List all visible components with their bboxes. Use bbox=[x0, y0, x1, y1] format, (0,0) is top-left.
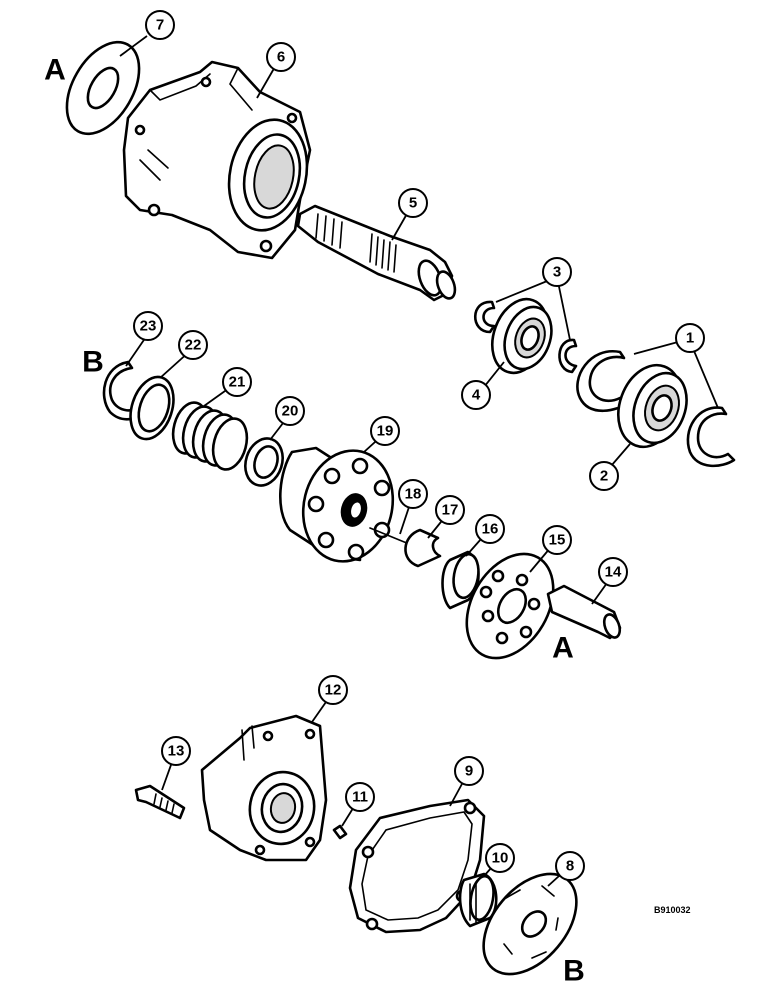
part-17-spherical-washer bbox=[404, 528, 442, 568]
part-3-snap-rings bbox=[474, 300, 578, 374]
part-22-washer bbox=[129, 375, 175, 441]
reference-letter-a-mid: A bbox=[552, 632, 574, 665]
callout-label: 16 bbox=[482, 521, 499, 538]
callout-label: 11 bbox=[352, 789, 368, 806]
callout-label: 9 bbox=[465, 763, 473, 780]
callout-6: 6 bbox=[266, 42, 296, 72]
callout-label: 15 bbox=[549, 532, 566, 549]
part-21-spring bbox=[171, 401, 249, 471]
reference-letter-a-top: A bbox=[44, 54, 66, 87]
callout-16: 16 bbox=[475, 514, 505, 544]
callout-label: 6 bbox=[277, 49, 285, 66]
part-13-bolt bbox=[134, 784, 186, 820]
callout-label: 22 bbox=[185, 337, 202, 354]
callout-label: 3 bbox=[553, 264, 561, 281]
part-14-piston bbox=[546, 584, 622, 640]
part-1-retaining-rings bbox=[576, 349, 736, 468]
callout-label: 7 bbox=[156, 17, 164, 34]
callout-11: 11 bbox=[345, 782, 375, 812]
callout-13: 13 bbox=[161, 736, 191, 766]
callout-label: 17 bbox=[442, 502, 459, 519]
part-16-bushing bbox=[441, 550, 480, 610]
callout-1: 1 bbox=[675, 323, 705, 353]
part-2-bearing bbox=[617, 363, 688, 449]
part-8-valve-plate bbox=[482, 872, 578, 976]
callout-14: 14 bbox=[598, 557, 628, 587]
part-4-bearing bbox=[491, 297, 553, 375]
callout-label: 19 bbox=[377, 423, 394, 440]
callout-10: 10 bbox=[485, 843, 515, 873]
callout-9: 9 bbox=[454, 756, 484, 786]
part-11-roll-pin bbox=[332, 824, 348, 840]
callout-label: 18 bbox=[405, 486, 422, 503]
callout-20: 20 bbox=[275, 396, 305, 426]
callout-19: 19 bbox=[370, 416, 400, 446]
callout-4: 4 bbox=[461, 380, 491, 410]
callout-8: 8 bbox=[555, 851, 585, 881]
callout-23: 23 bbox=[133, 311, 163, 341]
callout-label: 1 bbox=[686, 330, 694, 347]
part-12-end-cap bbox=[200, 714, 328, 862]
part-10-needle-bearing bbox=[458, 872, 498, 928]
callout-17: 17 bbox=[435, 495, 465, 525]
reference-letter-b-bottom: B bbox=[563, 955, 585, 988]
callout-18: 18 bbox=[398, 479, 428, 509]
callout-label: 8 bbox=[566, 858, 574, 875]
callout-21: 21 bbox=[222, 367, 252, 397]
callout-label: 13 bbox=[168, 743, 185, 760]
part-7-washer bbox=[65, 40, 141, 136]
callout-label: 21 bbox=[229, 374, 246, 391]
callout-22: 22 bbox=[178, 330, 208, 360]
callout-label: 10 bbox=[492, 850, 509, 867]
part-15-retainer-plate bbox=[465, 552, 555, 660]
callout-label: 5 bbox=[409, 195, 417, 212]
callout-15: 15 bbox=[542, 525, 572, 555]
callout-5: 5 bbox=[398, 188, 428, 218]
callout-label: 2 bbox=[600, 468, 608, 485]
callout-label: 23 bbox=[140, 318, 157, 335]
callout-label: 14 bbox=[605, 564, 622, 581]
part-6-housing bbox=[122, 60, 312, 260]
callout-2: 2 bbox=[589, 461, 619, 491]
part-19-cylinder-barrel bbox=[279, 446, 395, 563]
figure-code: B910032 bbox=[654, 905, 691, 915]
callout-label: 20 bbox=[282, 403, 299, 420]
reference-letter-b-mid: B bbox=[82, 346, 104, 379]
callout-label: 4 bbox=[472, 387, 481, 404]
callout-7: 7 bbox=[145, 10, 175, 40]
part-5-shaft bbox=[296, 204, 457, 302]
callout-label: 12 bbox=[325, 682, 342, 699]
callout-3: 3 bbox=[542, 257, 572, 287]
callout-12: 12 bbox=[318, 675, 348, 705]
